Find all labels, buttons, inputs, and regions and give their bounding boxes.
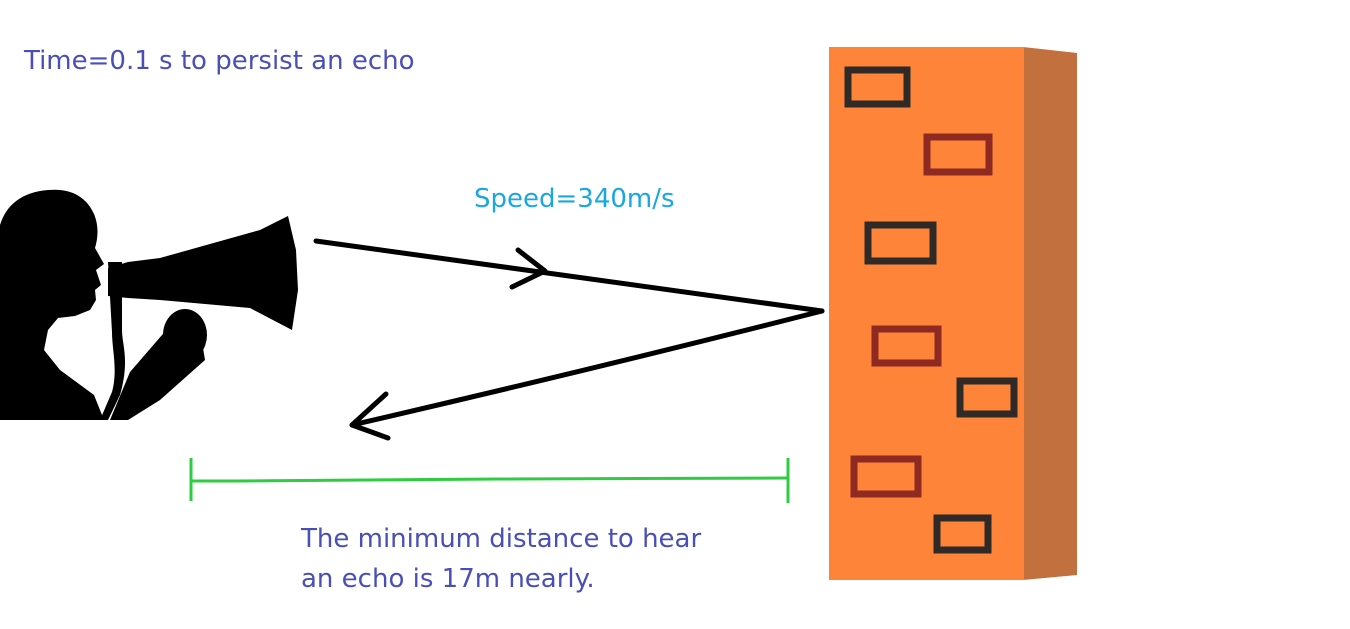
brick xyxy=(956,377,1018,418)
brick xyxy=(850,455,922,498)
distance-line xyxy=(191,476,789,483)
brick xyxy=(864,221,937,265)
forearm xyxy=(110,320,205,420)
person-with-megaphone-icon xyxy=(0,189,298,420)
brick xyxy=(871,325,942,367)
incident-arrowhead xyxy=(509,247,548,290)
incident-sound-line xyxy=(313,238,825,314)
brick xyxy=(923,133,993,176)
wall-side-face xyxy=(1023,47,1077,580)
reflected-arrowhead xyxy=(349,391,391,441)
megaphone-horn xyxy=(108,216,298,330)
caption-line-1: The minimum distance to hear xyxy=(301,524,702,554)
time-label: Time=0.1 s to persist an echo xyxy=(24,46,415,76)
wall-front-face xyxy=(829,47,1024,580)
reflected-sound-line xyxy=(349,308,825,428)
distance-marker xyxy=(189,458,790,503)
sound-path xyxy=(313,238,825,441)
brick xyxy=(933,514,992,554)
megaphone-handle xyxy=(100,262,126,420)
caption-line-2: an echo is 17m nearly. xyxy=(301,564,595,594)
speed-label: Speed=340m/s xyxy=(474,184,675,214)
person-silhouette xyxy=(0,189,104,420)
brick-wall xyxy=(829,47,1077,580)
distance-caption: The minimum distance to hear an echo is … xyxy=(301,519,701,599)
brick xyxy=(844,66,911,108)
